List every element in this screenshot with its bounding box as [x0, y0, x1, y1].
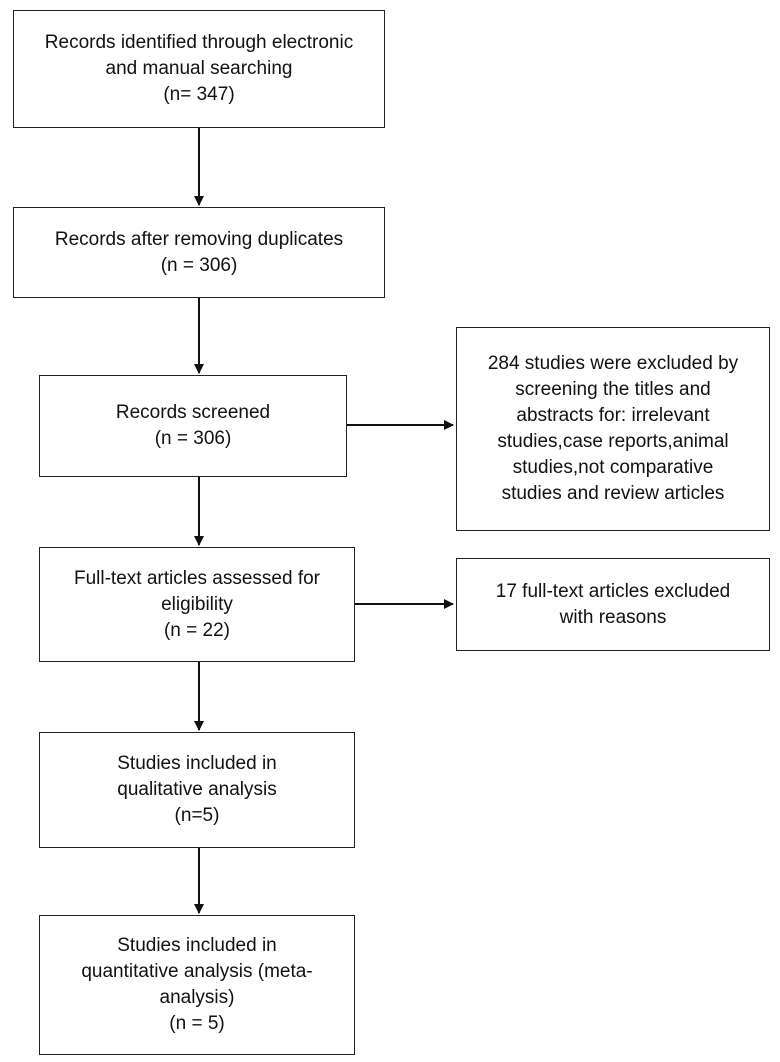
- excluded-screening-line-5: studies,not comparative: [512, 457, 714, 478]
- quantitative-analysis-box: Studies included in quantitative analysi…: [39, 915, 355, 1055]
- records-after-duplicates-box: Records after removing duplicates (n = 3…: [13, 207, 385, 298]
- records-screened-box: Records screened (n = 306): [39, 375, 347, 477]
- quantitative-line-1: Studies included in: [117, 935, 277, 956]
- quantitative-line-3: analysis): [159, 987, 235, 1008]
- full-text-line-2: eligibility: [161, 593, 233, 615]
- qualitative-count: (n=5): [174, 805, 220, 826]
- excluded-screening-line-1: 284 studies were excluded by: [487, 353, 739, 374]
- qualitative-line-1: Studies included in: [117, 753, 277, 774]
- full-text-assessed-box: Full-text articles assessed for eligibil…: [39, 547, 355, 662]
- after-duplicates-count: (n = 306): [160, 254, 238, 276]
- quantitative-line-2: quantitative analysis (meta-: [81, 961, 313, 982]
- screened-line-1: Records screened: [115, 402, 271, 423]
- excluded-screening-line-4: studies,case reports,animal: [497, 431, 729, 452]
- qualitative-line-2: qualitative analysis: [117, 779, 277, 800]
- full-text-line-1: Full-text articles assessed for: [73, 567, 321, 589]
- excluded-full-text-line-1: 17 full-text articles excluded: [495, 580, 731, 602]
- records-identified-count: (n= 347): [163, 84, 235, 105]
- after-duplicates-line-1: Records after removing duplicates: [54, 228, 344, 250]
- full-text-count: (n = 22): [163, 619, 230, 641]
- qualitative-analysis-box: Studies included in qualitative analysis…: [39, 732, 355, 848]
- records-identified-box: Records identified through electronic an…: [13, 10, 385, 128]
- excluded-screening-line-3: abstracts for: irrelevant: [516, 405, 710, 426]
- excluded-screening-box: 284 studies were excluded by screening t…: [456, 327, 770, 531]
- quantitative-count: (n = 5): [169, 1013, 225, 1034]
- screened-count: (n = 306): [154, 428, 232, 449]
- excluded-screening-line-2: screening the titles and: [515, 379, 711, 400]
- records-identified-line-1: Records identified through electronic: [44, 32, 354, 53]
- excluded-full-text-line-2: with reasons: [559, 606, 667, 628]
- excluded-screening-line-6: studies and review articles: [501, 483, 725, 504]
- records-identified-line-2: and manual searching: [105, 58, 293, 79]
- excluded-full-text-box: 17 full-text articles excluded with reas…: [456, 558, 770, 651]
